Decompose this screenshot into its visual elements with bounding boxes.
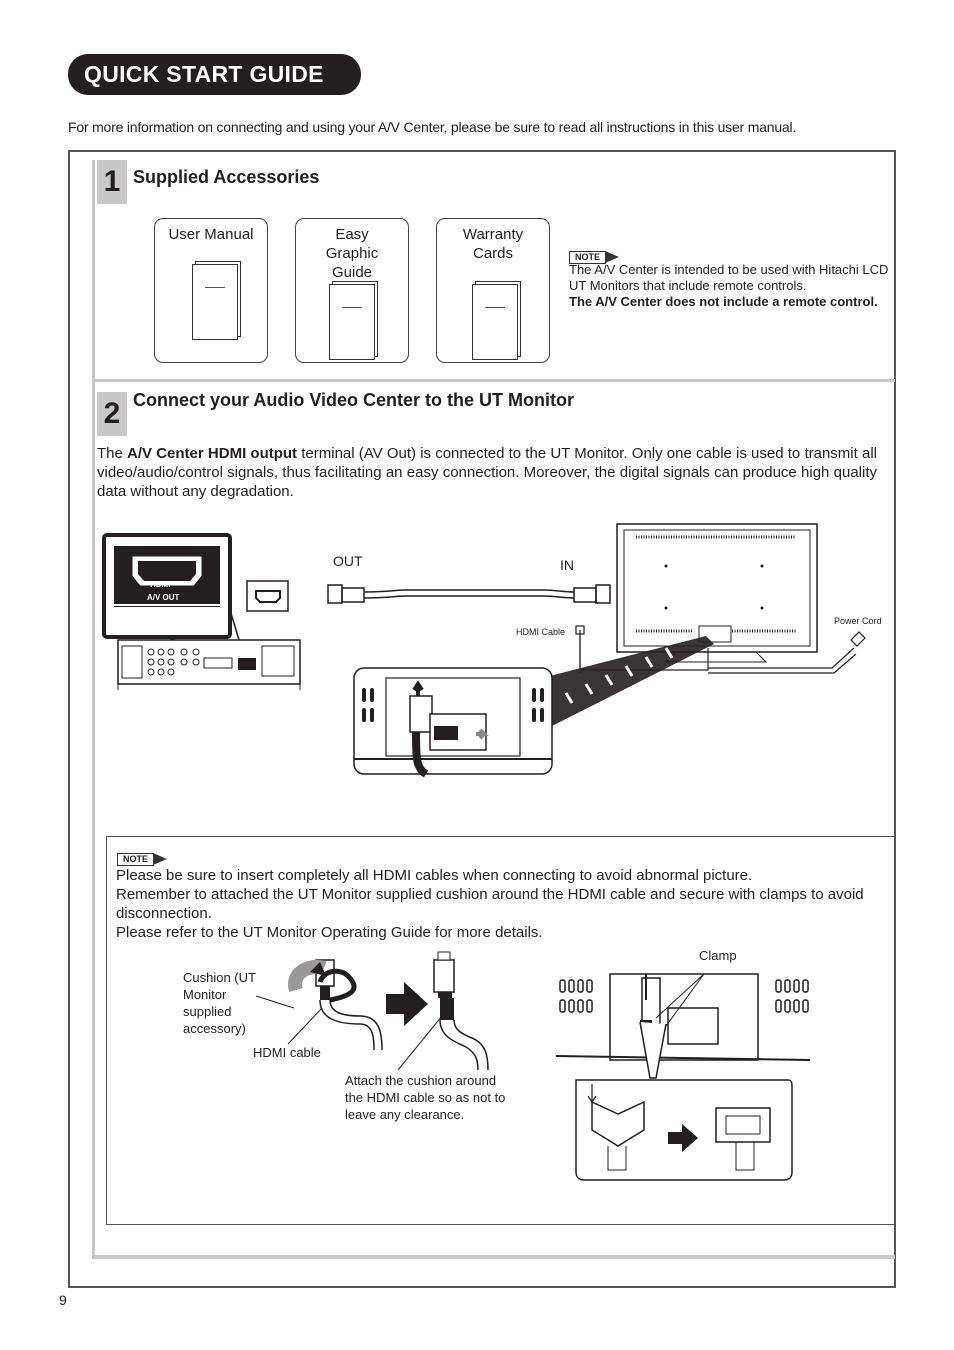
clamp-label: Clamp bbox=[699, 948, 737, 963]
section2-note-text: Please be sure to insert completely all … bbox=[116, 866, 886, 942]
page-number: 9 bbox=[59, 1292, 67, 1308]
accessory-warranty-cards: Warranty Cards bbox=[436, 218, 550, 363]
in-label: IN bbox=[560, 557, 574, 573]
section1-title: Supplied Accessories bbox=[133, 167, 320, 187]
attach-caption: Attach the cushion around the HDMI cable… bbox=[345, 1073, 506, 1122]
accessory-label: User Manual bbox=[168, 226, 254, 243]
content-frame bbox=[68, 150, 896, 1288]
section1-note: The A/V Center is intended to be used wi… bbox=[569, 262, 899, 310]
hdmi-cable-label: HDMI Cable bbox=[516, 627, 566, 637]
connection-diagram bbox=[102, 523, 866, 778]
accessory-user-manual: User Manual bbox=[154, 218, 268, 363]
page-title: QUICK START GUIDE bbox=[68, 54, 361, 95]
para-text: terminal (AV Out) is connected to the UT… bbox=[97, 445, 877, 500]
section2-paragraph: The A/V Center HDMI output terminal (AV … bbox=[97, 444, 877, 501]
section1-bottom-bar bbox=[92, 379, 895, 382]
hdmi-cable-caption: HDMI cable bbox=[253, 1045, 321, 1060]
note-line: Please be sure to insert completely all … bbox=[116, 867, 753, 884]
hdmi-label: HDMI bbox=[150, 580, 171, 589]
section1-note-tag: NOTE bbox=[569, 247, 620, 265]
para-text: The bbox=[97, 445, 128, 462]
book-icon bbox=[472, 284, 518, 360]
intro-text: For more information on connecting and u… bbox=[68, 119, 797, 135]
section2-note-tag: NOTE bbox=[117, 849, 168, 867]
note-badge: NOTE bbox=[117, 853, 168, 866]
section2-left-bar bbox=[92, 382, 95, 1258]
book-icon bbox=[329, 284, 375, 360]
out-label: OUT bbox=[333, 553, 363, 569]
note-badge: NOTE bbox=[569, 251, 620, 264]
note-bold-text: The A/V Center does not include a remote… bbox=[569, 294, 878, 309]
section2-note-box bbox=[106, 836, 896, 1225]
section1-left-bar bbox=[92, 160, 95, 382]
section1-number: 1 bbox=[97, 160, 127, 204]
accessory-label: Warranty Cards bbox=[462, 226, 524, 262]
note-line: Remember to attached the UT Monitor supp… bbox=[116, 886, 864, 922]
power-cord-label: Power Cord bbox=[834, 616, 882, 626]
section2-bottom-bar bbox=[92, 1255, 895, 1259]
cushion-label: Cushion (UT Monitor supplied accessory) bbox=[183, 970, 256, 1036]
book-icon bbox=[192, 264, 238, 340]
note-text: The A/V Center is intended to be used wi… bbox=[569, 262, 889, 293]
accessory-easy-graphic-guide: Easy Graphic Guide bbox=[295, 218, 409, 363]
section2-title: Connect your Audio Video Center to the U… bbox=[133, 390, 574, 410]
av-out-label: A/V OUT bbox=[147, 593, 180, 602]
section2-number: 2 bbox=[97, 392, 127, 436]
cushion-diagram bbox=[255, 951, 489, 1070]
para-bold: A/V Center HDMI output bbox=[127, 445, 298, 462]
clamp-diagram bbox=[556, 973, 811, 1181]
note-line: Please refer to the UT Monitor Operating… bbox=[116, 924, 543, 941]
accessory-label: Easy Graphic Guide bbox=[325, 226, 379, 281]
